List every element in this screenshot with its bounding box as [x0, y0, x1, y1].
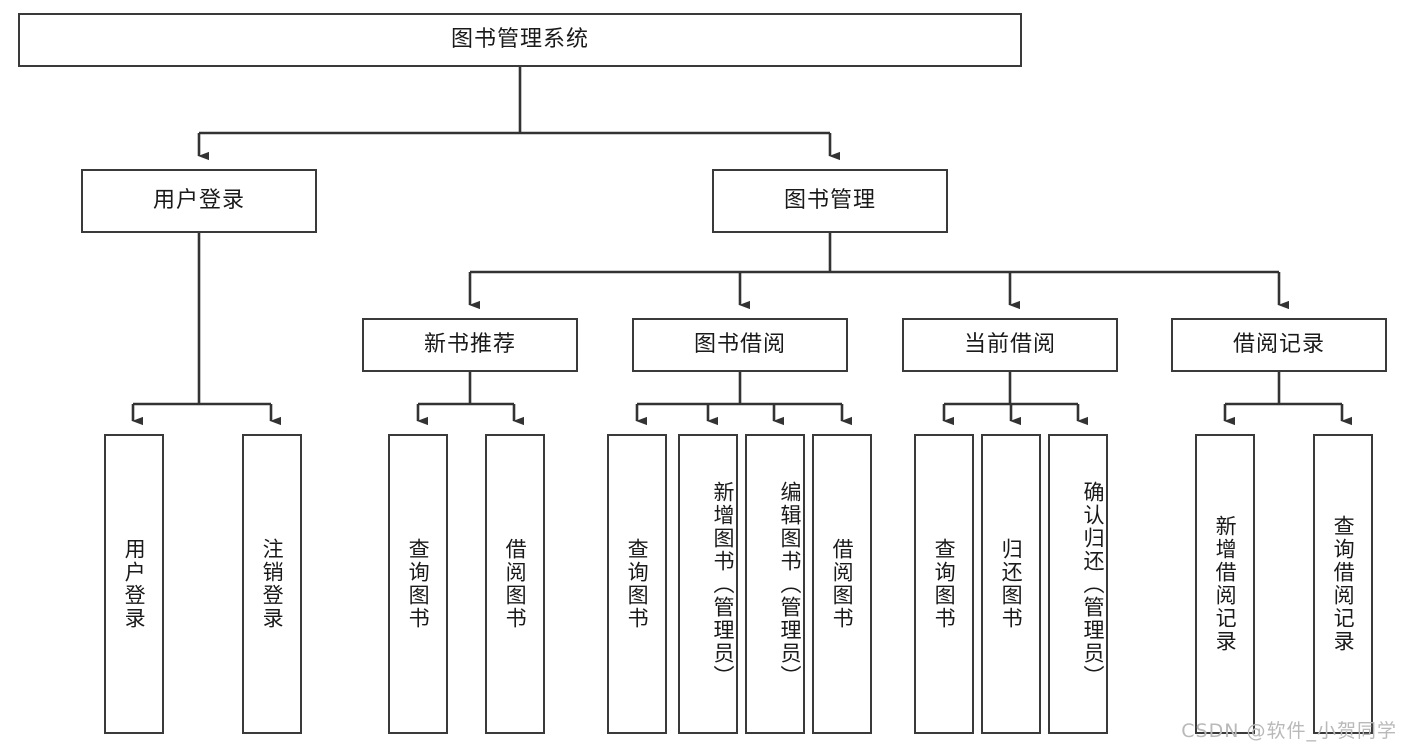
node-leaf-borrow-book-recommend[interactable]: 借阅图书: [485, 434, 545, 734]
node-label: 借阅图书: [830, 538, 855, 630]
node-leaf-query-book-current[interactable]: 查询图书: [914, 434, 974, 734]
node-leaf-query-book-recommend[interactable]: 查询图书: [388, 434, 448, 734]
node-leaf-logout[interactable]: 注销登录: [242, 434, 302, 734]
node-label: 查询借阅记录: [1331, 515, 1356, 653]
node-leaf-edit-book-admin[interactable]: 编辑图书（管理员）: [745, 434, 805, 734]
node-root-system[interactable]: 图书管理系统: [18, 13, 1022, 67]
node-book-borrow[interactable]: 图书借阅: [632, 318, 848, 372]
node-leaf-confirm-return-admin[interactable]: 确认归还（管理员）: [1048, 434, 1108, 734]
watermark: CSDN @软件_小贺同学: [1181, 720, 1397, 742]
node-leaf-query-borrow-record[interactable]: 查询借阅记录: [1313, 434, 1373, 734]
node-label: 图书管理系统: [450, 26, 589, 52]
node-new-book-recommend[interactable]: 新书推荐: [362, 318, 578, 372]
node-current-borrow[interactable]: 当前借阅: [902, 318, 1118, 372]
node-label: 借阅图书: [503, 538, 528, 630]
node-label: 新书推荐: [423, 331, 516, 357]
node-leaf-user-login[interactable]: 用户登录: [104, 434, 164, 734]
node-label: 借阅记录: [1232, 331, 1325, 357]
node-leaf-return-book[interactable]: 归还图书: [981, 434, 1041, 734]
node-label: 注销登录: [260, 538, 285, 630]
node-label: 新增图书（管理员）: [711, 480, 735, 688]
node-label: 图书借阅: [693, 331, 786, 357]
node-label: 当前借阅: [963, 331, 1056, 357]
node-label: 新增借阅记录: [1213, 515, 1238, 653]
node-leaf-query-book-borrow[interactable]: 查询图书: [607, 434, 667, 734]
node-label: 归还图书: [999, 538, 1024, 630]
node-leaf-add-book-admin[interactable]: 新增图书（管理员）: [678, 434, 738, 734]
node-label: 编辑图书（管理员）: [778, 480, 802, 688]
node-leaf-borrow-book[interactable]: 借阅图书: [812, 434, 872, 734]
node-label: 查询图书: [932, 538, 957, 630]
node-label: 查询图书: [406, 538, 431, 630]
node-user-login[interactable]: 用户登录: [81, 169, 317, 233]
node-label: 用户登录: [122, 538, 147, 630]
node-label: 查询图书: [625, 538, 650, 630]
node-borrow-record[interactable]: 借阅记录: [1171, 318, 1387, 372]
node-label: 图书管理: [783, 187, 876, 213]
node-label: 用户登录: [152, 187, 245, 213]
node-label: 确认归还（管理员）: [1081, 480, 1105, 688]
node-leaf-add-borrow-record[interactable]: 新增借阅记录: [1195, 434, 1255, 734]
node-book-management[interactable]: 图书管理: [712, 169, 948, 233]
